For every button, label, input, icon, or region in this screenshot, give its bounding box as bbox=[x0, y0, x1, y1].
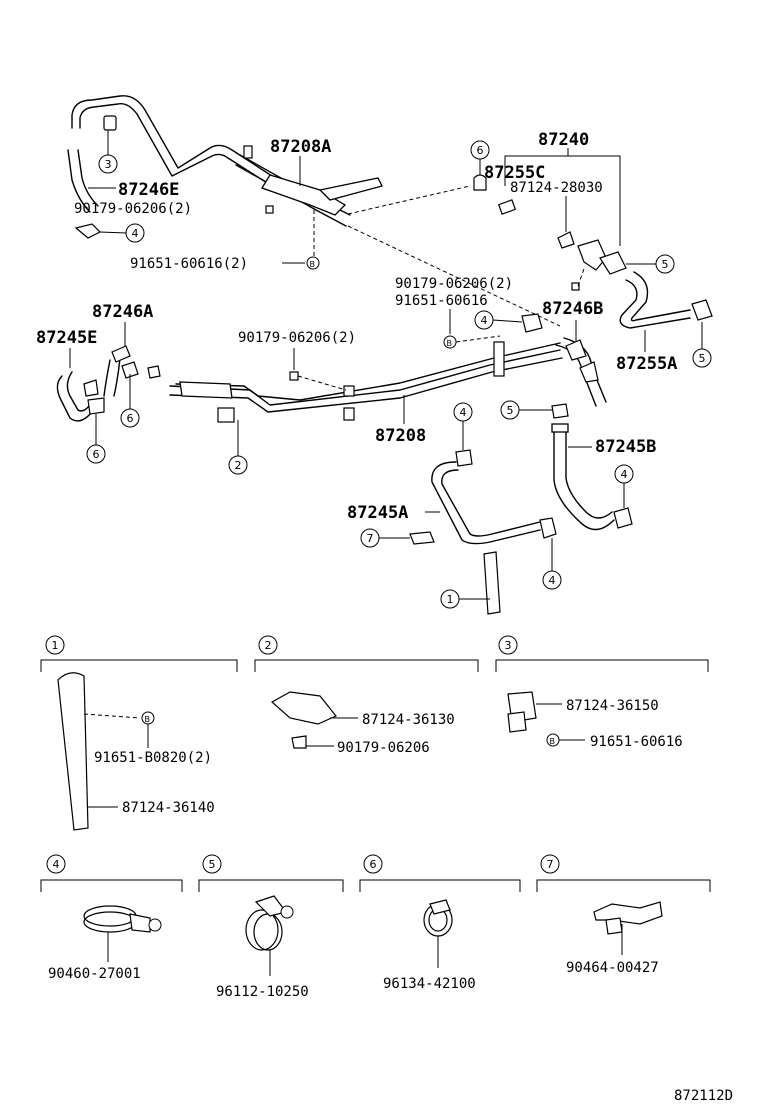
label-87245e: 87245E bbox=[36, 328, 97, 348]
label-90179-06206-2-a: 90179-06206(2) bbox=[74, 201, 192, 217]
hose-87245e bbox=[56, 345, 161, 422]
svg-text:1: 1 bbox=[447, 593, 454, 606]
svg-text:4: 4 bbox=[481, 314, 488, 327]
callout-6-mid: 6 bbox=[120, 374, 140, 428]
callout-6-top: 6 bbox=[470, 140, 490, 191]
label-87255a: 87255A bbox=[616, 354, 677, 374]
svg-text:6: 6 bbox=[370, 858, 377, 871]
bracket-1-main: 1 bbox=[440, 551, 501, 615]
label-90179-06206-2-c: 90179-06206(2) bbox=[238, 330, 356, 346]
callout-5-87245b: 5 bbox=[500, 400, 569, 420]
svg-text:5: 5 bbox=[662, 258, 669, 271]
callout-5-right: 5 bbox=[692, 322, 712, 368]
svg-text:7: 7 bbox=[367, 532, 374, 545]
callout-2-main: 2 bbox=[228, 420, 248, 475]
hose-87255a bbox=[619, 271, 713, 329]
callout-5-top: 5 bbox=[626, 254, 675, 274]
svg-text:B: B bbox=[447, 339, 453, 348]
svg-text:1: 1 bbox=[52, 639, 59, 652]
hose-87246e bbox=[67, 95, 276, 213]
callout-4-87245b: 4 bbox=[614, 464, 634, 508]
label-87124-28030: 87124-28030 bbox=[510, 180, 603, 196]
bolt-callout-1: B bbox=[306, 256, 320, 270]
svg-text:4: 4 bbox=[621, 468, 628, 481]
svg-text:2: 2 bbox=[265, 639, 272, 652]
callout-6-left: 6 bbox=[86, 414, 106, 464]
svg-text:3: 3 bbox=[505, 639, 512, 652]
detail-section-4: 4 90460-27001 bbox=[40, 854, 183, 982]
svg-text:B: B bbox=[310, 260, 316, 269]
label-87124-36130: 87124-36130 bbox=[362, 712, 455, 728]
svg-text:4: 4 bbox=[549, 574, 556, 587]
label-91651-60616-a: 91651-60616 bbox=[395, 293, 488, 309]
svg-text:3: 3 bbox=[105, 158, 112, 171]
callout-4-mid: 4 bbox=[474, 310, 543, 333]
svg-text:5: 5 bbox=[507, 404, 514, 417]
svg-text:4: 4 bbox=[132, 227, 139, 240]
svg-text:B: B bbox=[145, 715, 151, 724]
svg-text:6: 6 bbox=[477, 144, 484, 157]
svg-text:B: B bbox=[550, 737, 556, 746]
label-91651-b0820-2: 91651-B0820(2) bbox=[94, 750, 212, 766]
svg-text:6: 6 bbox=[93, 448, 100, 461]
label-87245b: 87245B bbox=[595, 437, 656, 457]
label-87208a: 87208A bbox=[270, 137, 331, 157]
clip-3-on-hose bbox=[103, 115, 117, 155]
svg-text:4: 4 bbox=[460, 406, 467, 419]
label-90179-06206-2-b: 90179-06206(2) bbox=[395, 276, 513, 292]
svg-text:2: 2 bbox=[235, 459, 242, 472]
label-91651-60616-2: 91651-60616(2) bbox=[130, 256, 248, 272]
pipe-87208 bbox=[169, 337, 607, 423]
bolt-callout-2: B bbox=[443, 335, 457, 349]
detail-section-7: 7 90464-00427 bbox=[536, 854, 711, 976]
svg-text:5: 5 bbox=[209, 858, 216, 871]
label-87246b: 87246B bbox=[542, 299, 603, 319]
hose-87245a bbox=[431, 461, 557, 545]
callout-3: 3 bbox=[98, 154, 118, 174]
diagram-code: 872112D bbox=[674, 1088, 733, 1104]
pipe-87208a bbox=[235, 145, 383, 227]
callout-4-87245a: 4 bbox=[453, 402, 473, 467]
label-87246e: 87246E bbox=[118, 180, 179, 200]
callout-4-bottom: 4 bbox=[542, 538, 562, 590]
label-87255c: 87255C bbox=[484, 163, 545, 183]
svg-text:6: 6 bbox=[127, 412, 134, 425]
label-87124-36140: 87124-36140 bbox=[122, 800, 215, 816]
svg-text:7: 7 bbox=[547, 858, 554, 871]
label-90464-00427: 90464-00427 bbox=[566, 960, 659, 976]
detail-section-3: 3 87124-36150 B 91651-60616 bbox=[495, 635, 709, 750]
callout-7-main: 7 bbox=[360, 528, 435, 548]
detail-section-5: 5 96112-10250 bbox=[198, 854, 344, 1000]
label-87240: 87240 bbox=[538, 130, 589, 150]
detail-section-1: 1 B 91651-B0820(2) 87124-36140 bbox=[40, 635, 238, 831]
label-90460-27001: 90460-27001 bbox=[48, 966, 141, 982]
label-87124-36150: 87124-36150 bbox=[566, 698, 659, 714]
clip-4-upper-left: 4 bbox=[74, 223, 145, 243]
label-96112-10250: 96112-10250 bbox=[216, 984, 309, 1000]
hose-87245b bbox=[551, 423, 633, 531]
label-90179-06206: 90179-06206 bbox=[337, 740, 430, 756]
label-87245a: 87245A bbox=[347, 503, 408, 523]
valve-87240 bbox=[557, 231, 627, 275]
detail-section-6: 6 96134-42100 bbox=[359, 854, 521, 992]
label-96134-42100: 96134-42100 bbox=[383, 976, 476, 992]
label-87246a: 87246A bbox=[92, 302, 153, 322]
label-87208: 87208 bbox=[375, 426, 426, 446]
detail-section-2: 2 87124-36130 90179-06206 bbox=[254, 635, 479, 756]
svg-text:4: 4 bbox=[53, 858, 60, 871]
svg-text:5: 5 bbox=[699, 352, 706, 365]
label-91651-60616-b: 91651-60616 bbox=[590, 734, 683, 750]
